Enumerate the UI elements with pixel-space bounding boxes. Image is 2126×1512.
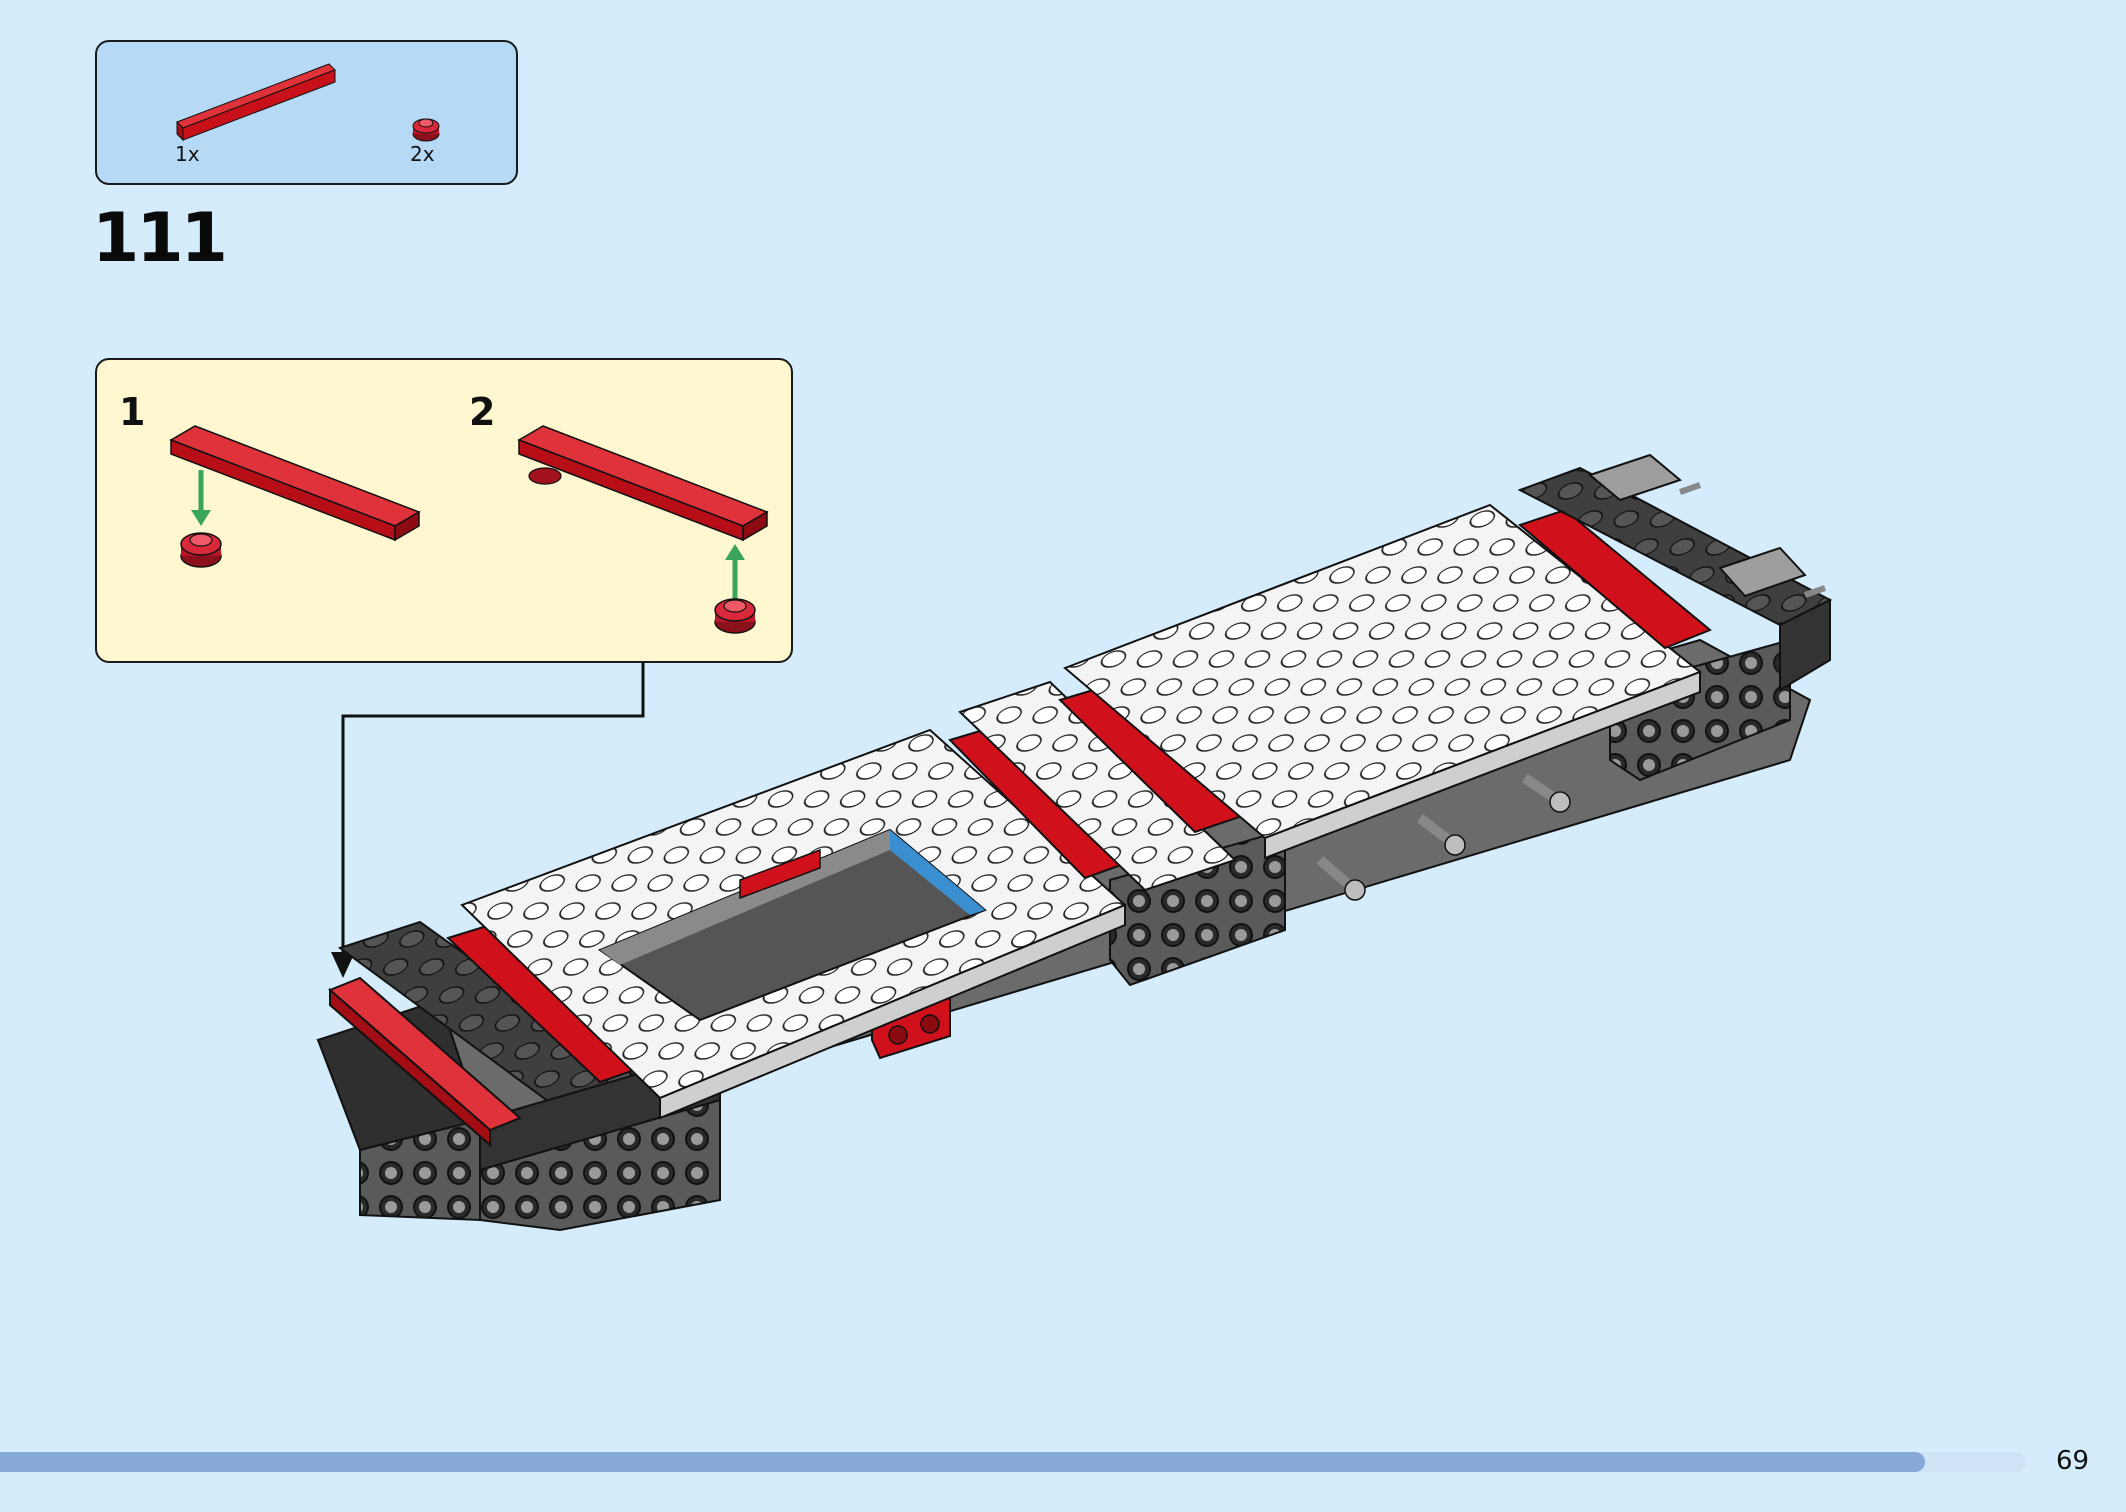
green-arrow-down-icon (191, 470, 211, 526)
green-arrow-up-icon (725, 544, 745, 600)
right-end-section (1517, 453, 1833, 692)
step-number: 111 (92, 199, 228, 278)
callout-pointer-line (331, 663, 645, 978)
substep-2-round-plate (714, 598, 756, 634)
parts-list-box: 1x 2x (95, 40, 518, 185)
substep-callout: 1 2 (95, 358, 793, 663)
substep-illustration (169, 425, 769, 634)
red-stripe-rear (1517, 508, 1712, 650)
red-plate-1x8-icon (176, 63, 336, 142)
white-deck-front (460, 728, 1127, 1120)
part-qty-round-plate: 2x (410, 142, 435, 166)
page-number: 69 (2056, 1446, 2090, 1476)
substep-number-1: 1 (119, 390, 146, 434)
parts-list-illustration (176, 63, 440, 142)
axle-pins (1316, 773, 1571, 901)
attached-red-plate (328, 976, 522, 1148)
red-round-plate-1x1-icon (412, 118, 440, 142)
part-qty-red-plate: 1x (175, 142, 200, 166)
page-progress-fill (0, 1452, 1925, 1472)
white-deck-middle (958, 680, 1237, 892)
substep-number-2: 2 (469, 390, 496, 434)
substep-1-plate (169, 425, 421, 542)
substep-2-plate (517, 425, 769, 542)
page-progress-bar (0, 1452, 2026, 1472)
substep-1-round-plate (180, 532, 222, 568)
white-deck-rear (1063, 503, 1702, 860)
